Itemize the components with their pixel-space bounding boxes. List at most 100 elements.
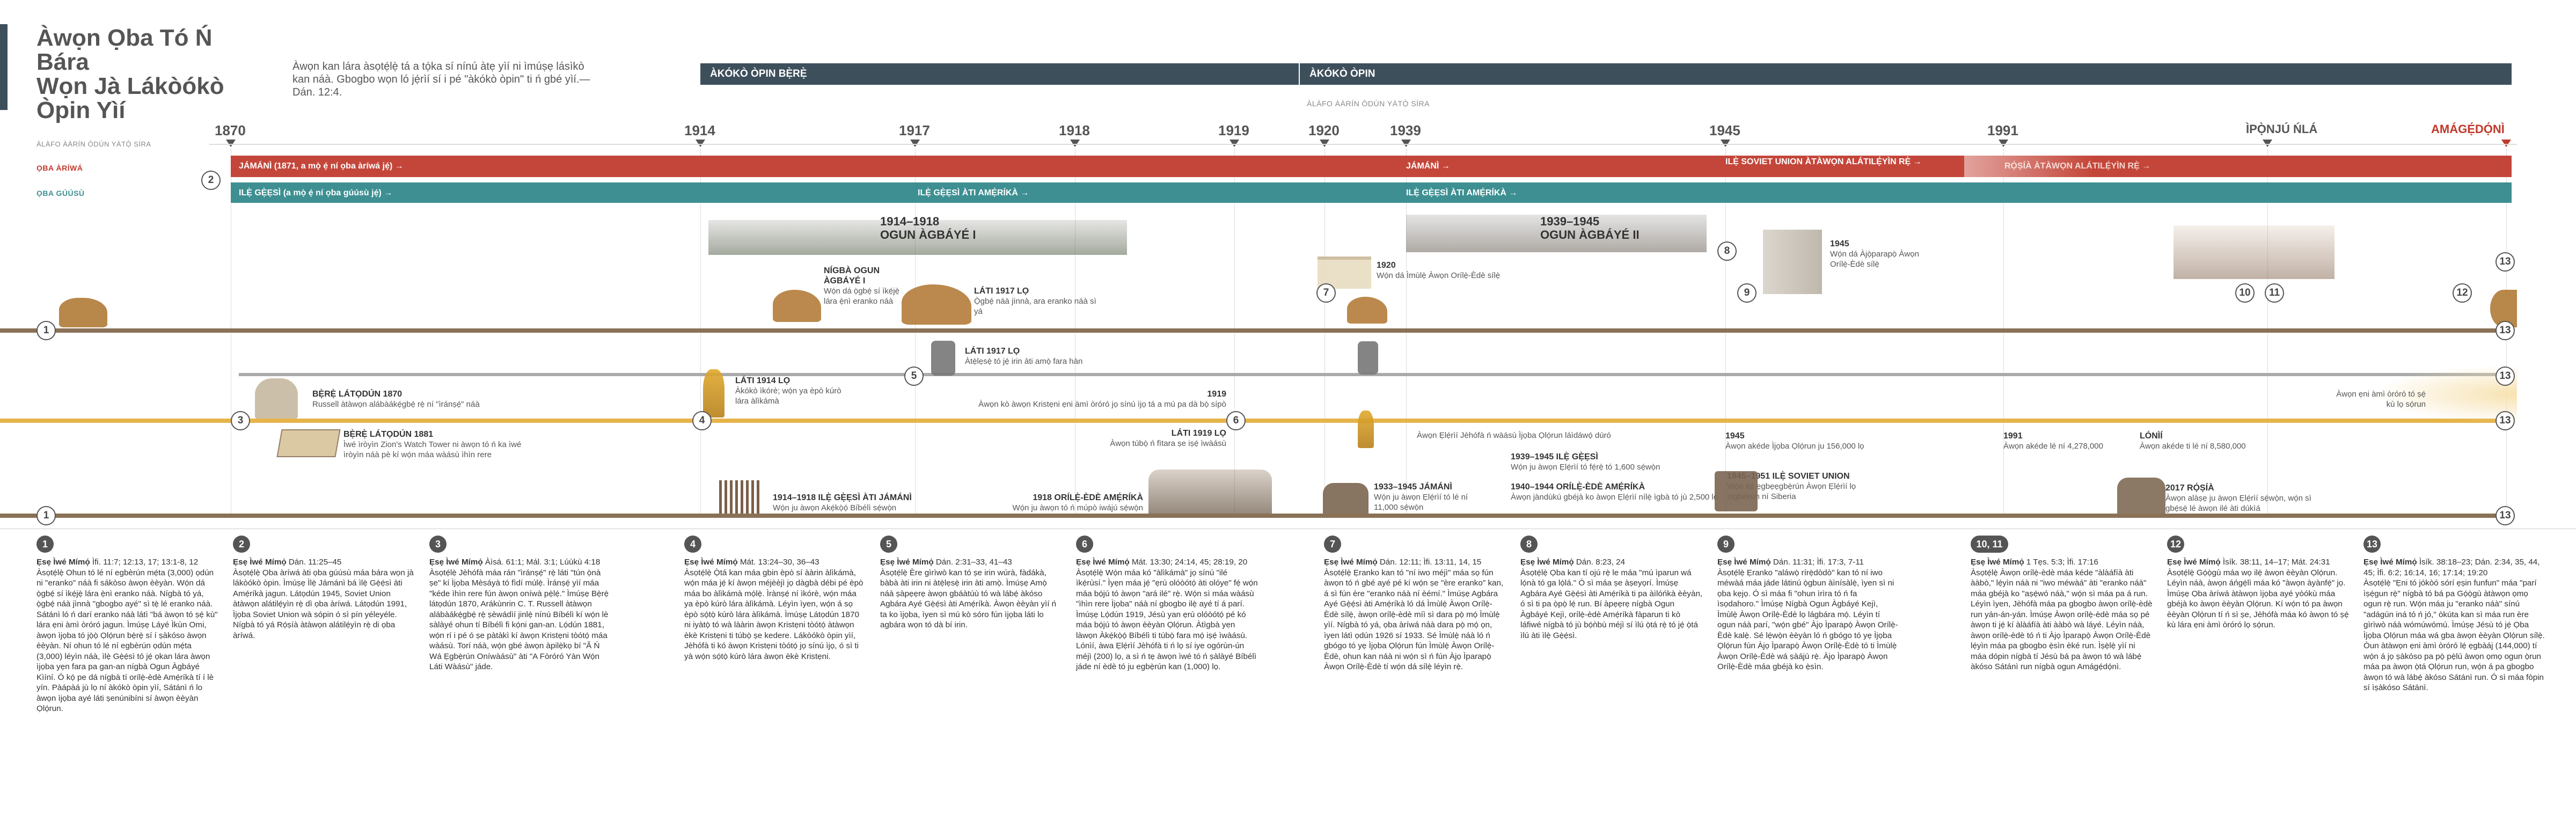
prisoners-2017-illustration — [2117, 478, 2165, 514]
tick-marker-9 — [1999, 140, 2008, 147]
note-number-badge: 2 — [233, 536, 250, 553]
note-body: Àsọtẹ́lẹ̀ Ẹranko "aláwọ̀ rírẹ̀dòdò" kan … — [1717, 568, 1900, 672]
marker-circle-10: 10 — [2235, 283, 2255, 303]
event-1939-britain: 1939–1945 ILẸ̀ GẸ̀ẸSÌWọ́n ju àwọn Ẹlẹ́rì… — [1511, 452, 1725, 472]
event-1917-feet: LÁTI 1917 LỌÀtẹ̀lẹsẹ̀ tó jẹ́ irin àti am… — [965, 346, 1137, 367]
scripture-note-7: 7Ẹsẹ Ìwé Mímọ́ Dán. 12:11; Ìfi. 13:11, 1… — [1324, 536, 1506, 672]
note-number-badge: 4 — [684, 536, 701, 553]
row-label-north: ỌBA ÀRÍWÁ — [36, 164, 83, 172]
note-body: Àsọtẹ́lẹ̀ Ère gìrìwò kan tó ṣe irin wúrà… — [880, 568, 1063, 631]
marker-circle-5: 5 — [904, 367, 924, 386]
note-body: Àsọtẹ́lẹ̀ Àwọn orílẹ̀-èdè máa kéde "àlàá… — [1971, 568, 2153, 672]
marker-circle-4: 4 — [692, 411, 712, 430]
note-reference: Ẹsẹ Ìwé Mímọ́ Dán. 11:25–45 — [233, 557, 415, 568]
note-number-badge: 10, 11 — [1971, 536, 2008, 553]
train-soviet-illustration — [1715, 471, 1758, 511]
south-band-label-1: ILẸ̀ GẸ̀ẸSÌ (a mọ̀ ẹ́ ní ọba gúúsù jẹ́) … — [239, 182, 392, 204]
tick-label-9: 1991 — [1987, 122, 2018, 139]
event-today-publishers: LÓNÌÍÀwọn akéde ti lé ní 8,580,000 — [2140, 431, 2268, 451]
marker-circle-13: 13 — [2496, 252, 2515, 272]
note-reference: Ẹsẹ Ìwé Mímọ́ Ìsík. 38:18–23; Dán. 2:34,… — [2363, 557, 2546, 578]
wheat-1914-illustration — [703, 369, 724, 417]
beast-line — [0, 328, 2512, 333]
note-reference-verses: Dán. 8:23, 24 — [1576, 558, 1625, 567]
event-2017-russia: 2017 RỌ́ṢÍÀÀwọn alàṣẹ ju àwọn Ẹlẹ́rìí sẹ… — [2165, 483, 2316, 514]
marker-circle-repeat-4: 13 — [2496, 411, 2515, 430]
marker-circle-6: 6 — [1226, 411, 1246, 430]
note-reference: Ẹsẹ Ìwé Mímọ́ 1 Tẹs. 5:3; Ìfi. 17:16 — [1971, 557, 2153, 568]
note-reference: Ẹsẹ Ìwé Mímọ́ Àìsá. 61:1; Mál. 3:1; Lúùk… — [429, 557, 612, 568]
marker-circle-2: 2 — [201, 171, 221, 190]
note-number-badge: 13 — [2363, 536, 2381, 553]
note-reference-heading: Ẹsẹ Ìwé Mímọ́ — [36, 558, 90, 567]
persecution-line — [0, 514, 2512, 518]
note-reference-verses: 1 Tẹs. 5:3; Ìfi. 17:16 — [2026, 558, 2098, 567]
statue-feet-1917-illustration — [931, 341, 955, 376]
watchtower-magazine-illustration — [276, 429, 340, 457]
prisoners-1918-illustration — [1148, 470, 1272, 514]
tick-label-11: AMÁGẸ́DỌ́NÌ — [2431, 122, 2505, 136]
marker-circle-7: 7 — [1316, 283, 1336, 303]
note-reference-heading: Ẹsẹ Ìwé Mímọ́ — [1717, 558, 1771, 567]
tick-marker-4 — [1070, 140, 1080, 147]
note-reference: Ẹsẹ Ìwé Mímọ́ Mát. 13:30; 24:14, 45; 28:… — [1076, 557, 1258, 568]
note-reference-heading: Ẹsẹ Ìwé Mímọ́ — [1520, 558, 1574, 567]
tick-marker-1 — [226, 140, 236, 147]
scripture-note-5: 5Ẹsẹ Ìwé Mímọ́ Dán. 2:31–33, 41–43Àsọtẹ́… — [880, 536, 1063, 631]
intro-text: Àwọn kan lára àsọtẹ́lẹ̀ tá a tọ́ka sí ní… — [292, 60, 604, 99]
event-1918-prison: 1918 ORÍLẸ̀-ÈDÈ AMẸ́RÍKÀWọ́n ju àwọn tó … — [1012, 493, 1143, 513]
marker-circle-11: 11 — [2265, 283, 2284, 303]
title-accent-bar — [0, 24, 8, 110]
note-reference-heading: Ẹsẹ Ìwé Mímọ́ — [880, 558, 934, 567]
event-1945-publishers: 1945Àwọn akéde Ìjọba Ọlọ́run ju 156,000 … — [1725, 431, 1919, 451]
tick-label-8: 1945 — [1709, 122, 1740, 139]
marker-circle-3: 3 — [231, 411, 250, 430]
note-body: Àsọtẹ́lẹ̀ Ẹranko kan tó "ní iwo méjì" má… — [1324, 568, 1506, 672]
event-witnesses-preach: Àwọn Ẹlẹ́rìí Jèhófà ń wàásù Ìjọba Ọlọ́ru… — [1417, 430, 1658, 441]
note-reference-verses: Dán. 11:25–45 — [289, 558, 342, 567]
lion-beast-wounded-illustration — [773, 290, 821, 322]
note-number-badge: 3 — [429, 536, 447, 553]
scripture-note-2: 2Ẹsẹ Ìwé Mímọ́ Dán. 11:25–45Àsọtẹ́lẹ̀ Ọb… — [233, 536, 415, 641]
note-reference: Ẹsẹ Ìwé Mímọ́ Dán. 11:31; Ìfi. 17:3, 7-1… — [1717, 557, 1900, 568]
note-reference-verses: Àìsá. 61:1; Mál. 3:1; Lúùkù 4:18 — [485, 558, 600, 567]
tick-marker-8 — [1721, 140, 1730, 147]
era-end-start: ÀKÓKÒ ÒPIN BẸ̀RẸ̀ — [700, 63, 1315, 85]
note-number-badge: 8 — [1520, 536, 1538, 553]
marker-circle-9: 9 — [1737, 283, 1757, 303]
tick-label-7: 1939 — [1390, 122, 1421, 139]
marker-circle-repeat-5: 13 — [2496, 506, 2515, 525]
russell-portrait-illustration — [255, 378, 298, 419]
note-reference-verses: Mát. 13:24–30, 36–43 — [740, 558, 819, 567]
tick-marker-10 — [2263, 140, 2272, 147]
note-reference-heading: Ẹsẹ Ìwé Mímọ́ — [1324, 558, 1378, 567]
note-reference: Ẹsẹ Ìwé Mímọ́ Ìsík. 38:11, 14–17; Mát. 2… — [2167, 557, 2350, 568]
north-band-label-2: JÁMÁNÌ → — [1406, 156, 1450, 177]
wheat-1920-illustration — [1358, 411, 1374, 448]
statue-feet-1920-illustration — [1358, 341, 1378, 375]
south-band-label-2: ILẸ̀ GẸ̀ẸSÌ ÀTI AMẸ́RÍKÀ → — [918, 182, 1029, 204]
note-reference-verses: Mát. 13:30; 24:14, 45; 28:19, 20 — [1132, 558, 1247, 567]
north-band-label-1: JÁMÁNÌ (1871, a mọ̀ ẹ́ ní ọba àríwá jẹ́)… — [239, 156, 404, 177]
note-reference-verses: Dán. 2:31–33, 41–43 — [936, 558, 1012, 567]
timeline-axis — [209, 144, 2517, 145]
marker-circle-1: 1 — [36, 321, 56, 340]
note-body: Àsọtẹ́lẹ̀ Ọba àríwá àti ọba gúúsù máa bá… — [233, 568, 415, 641]
marker-circle-repeat-1: 1 — [36, 506, 56, 525]
tick-marker-2 — [696, 140, 705, 147]
marker-circle-12: 12 — [2453, 283, 2472, 303]
note-body: Àsọtẹ́lẹ̀ "Ẹni tó jókòó sórí ẹṣin funfun… — [2363, 578, 2546, 693]
preaching-line — [0, 419, 2512, 423]
note-reference-heading: Ẹsẹ Ìwé Mímọ́ — [2167, 558, 2221, 567]
note-number-badge: 12 — [2167, 536, 2184, 553]
tick-label-5: 1919 — [1218, 122, 1249, 139]
tick-marker-5 — [1230, 140, 1239, 147]
